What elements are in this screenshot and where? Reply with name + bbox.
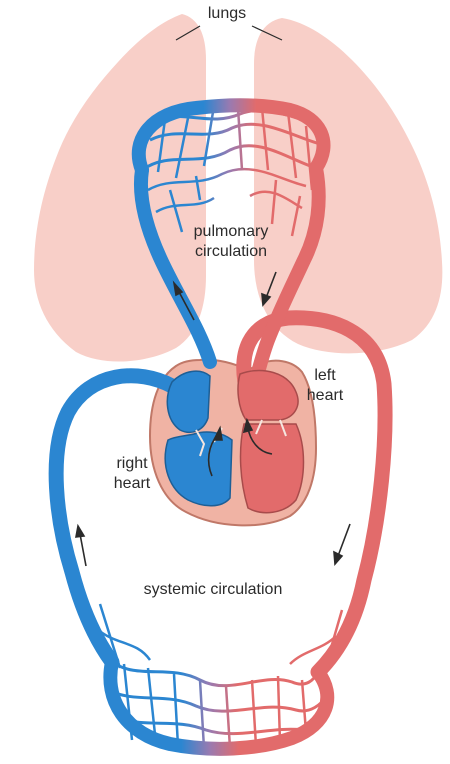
right-heart-label-line1: right (116, 455, 148, 472)
pulmonary-capillary-bed (131, 98, 331, 237)
left-heart-label-line1: left (314, 367, 336, 384)
systemic-capillary-bed (95, 603, 344, 756)
right-ventricle (164, 431, 233, 507)
pulmonary-artery (134, 163, 217, 369)
arrow-systemic-down (337, 523, 351, 557)
pulmonary-circulation-label-line2: circulation (194, 243, 268, 260)
vena-cava-loop (48, 368, 180, 670)
pulmonary-circulation-label-line1: pulmonary (193, 223, 269, 240)
left-atrium (237, 369, 299, 421)
arrow-pulmonary-up (177, 289, 195, 321)
right-heart-label-line2: heart (113, 475, 151, 492)
flow-arrows (75, 271, 351, 567)
left-heart-label-line2: heart (306, 387, 344, 404)
lungs-leader-lines (175, 25, 283, 41)
arrow-pulmonary-down (265, 271, 277, 299)
systemic-circulation-label: systemic circulation (143, 581, 283, 598)
lungs-label: lungs (207, 5, 247, 22)
arrow-systemic-up (79, 533, 87, 567)
pulmonary-vein (247, 161, 326, 395)
right-atrium (166, 370, 211, 434)
